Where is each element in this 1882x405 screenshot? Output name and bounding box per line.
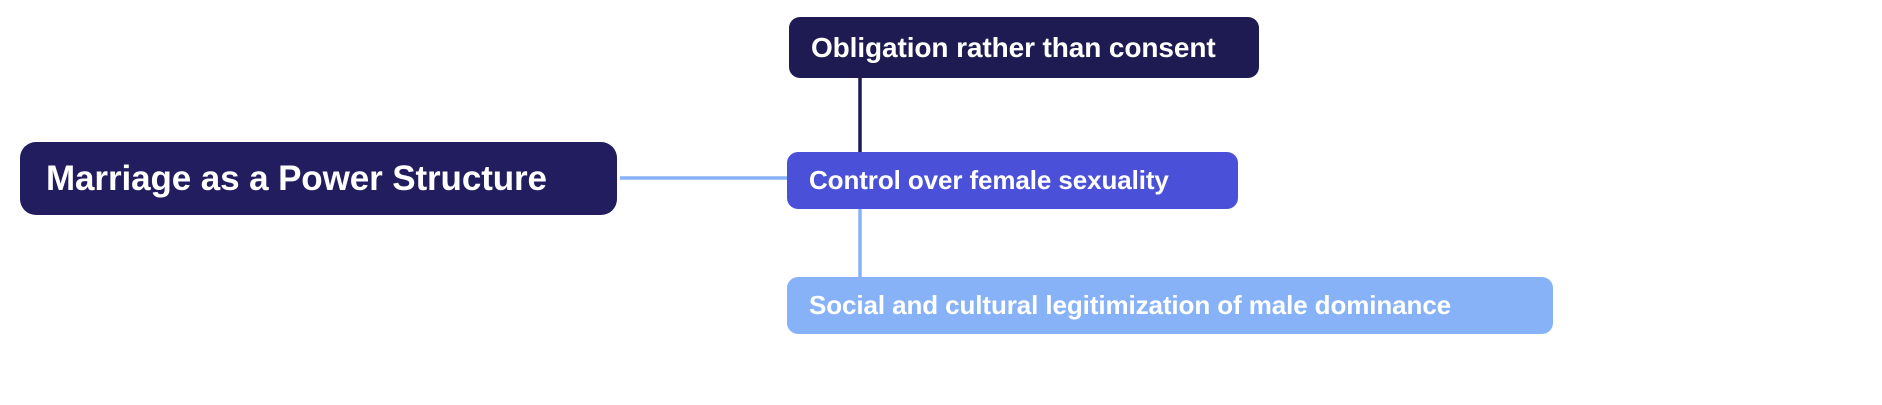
branch-node-control-over-female-sexuality[interactable]: Control over female sexuality	[787, 152, 1238, 209]
branch-node-label: Social and cultural legitimization of ma…	[809, 290, 1452, 320]
root-node[interactable]: Marriage as a Power Structure	[20, 142, 617, 215]
branch-node-social-and-cultural-legitimization[interactable]: Social and cultural legitimization of ma…	[787, 277, 1553, 334]
root-node-label: Marriage as a Power Structure	[46, 158, 547, 198]
branch-node-label: Obligation rather than consent	[811, 31, 1216, 63]
branch-node-obligation-rather-than-consent[interactable]: Obligation rather than consent	[789, 17, 1259, 78]
branch-node-label: Control over female sexuality	[809, 165, 1169, 195]
